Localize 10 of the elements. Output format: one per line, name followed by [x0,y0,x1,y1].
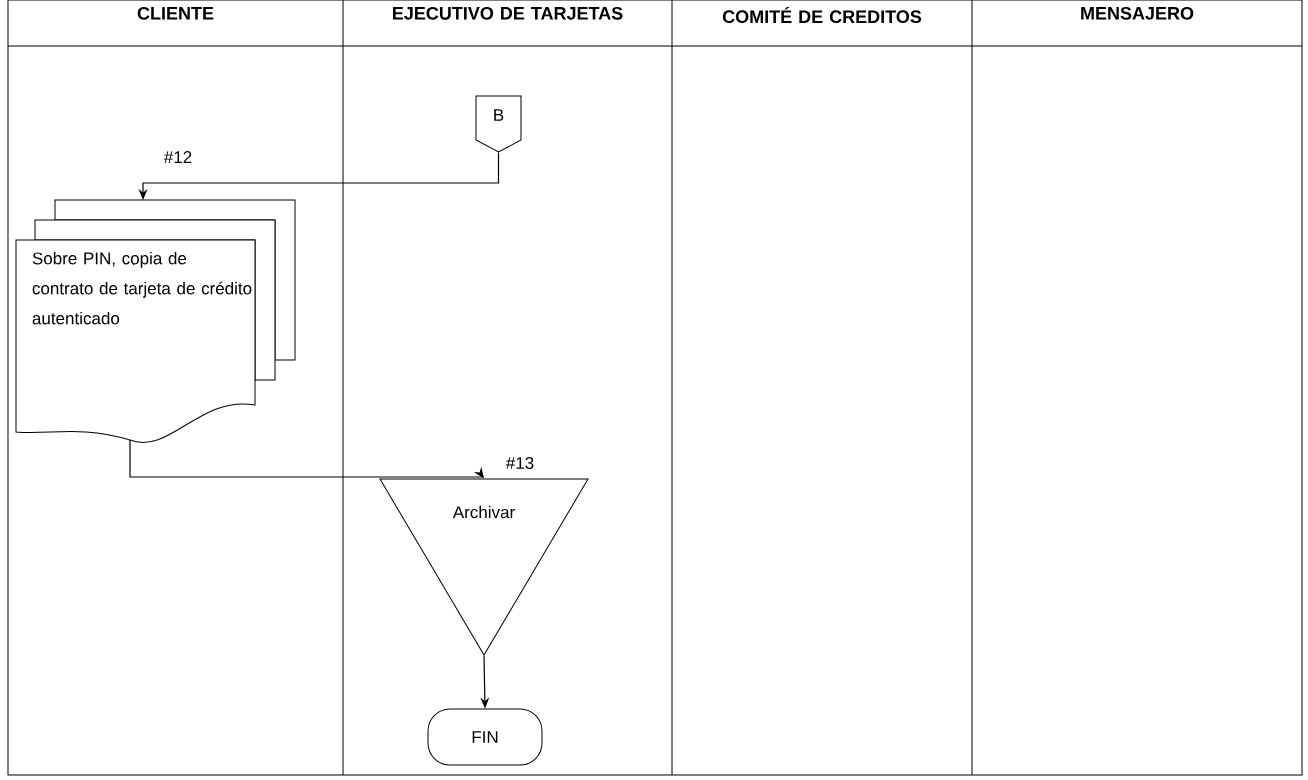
off-page-connector: B [475,95,522,153]
edge-label: #13 [504,456,536,471]
column-header: CLIENTE [137,6,214,20]
edge-label: #12 [162,150,194,164]
column-header: MENSAJERO [1081,6,1194,20]
column-header: EJECUTIVO DE TARJETAS [393,6,623,20]
terminator: FIN [427,708,543,766]
column-header: COMITÉ DE CREDITOS [722,6,922,24]
multi-document: Sobre PIN, copia de contrato de tarjeta de crédito autenticado [15,199,296,443]
storage-triangle: Archivar [379,478,589,656]
